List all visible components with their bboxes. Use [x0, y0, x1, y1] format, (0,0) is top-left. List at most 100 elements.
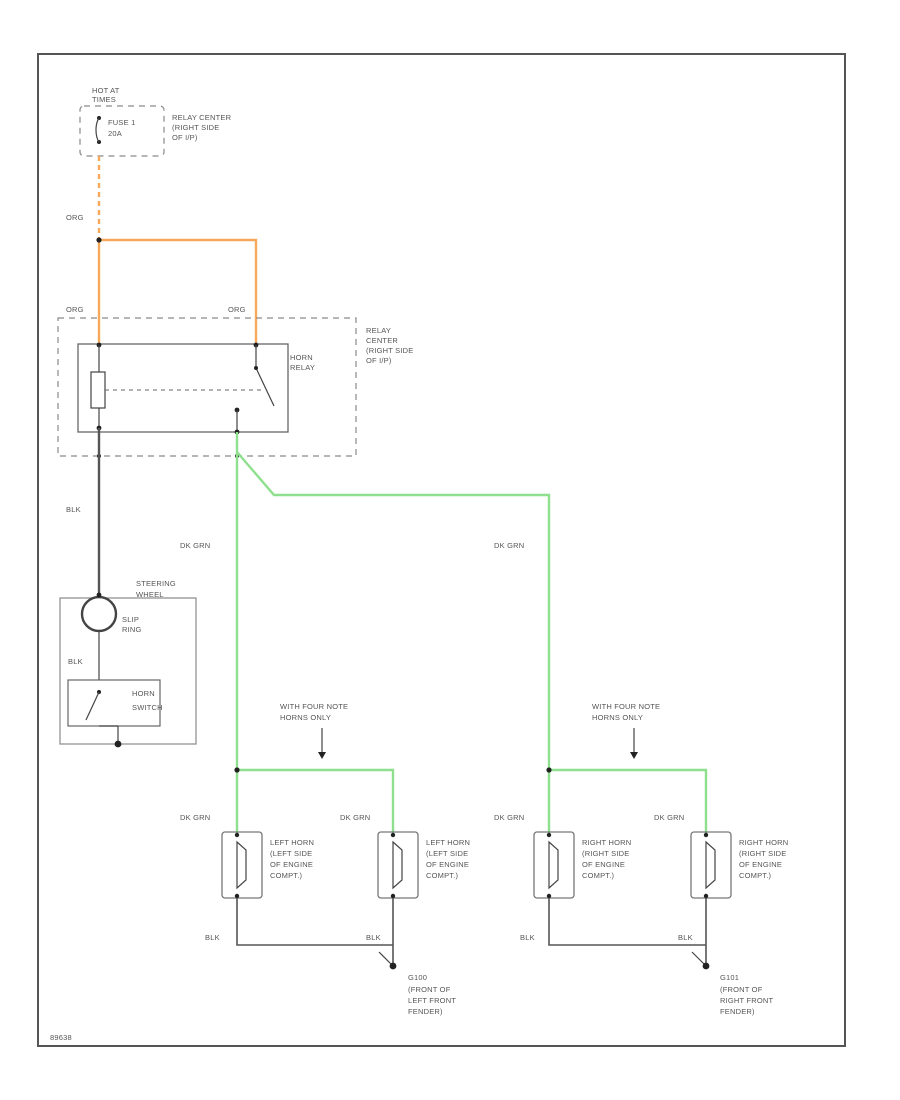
right-ground-circuit: BLK BLK G101 (FRONT OF RIGHT FRONT FENDE… [520, 898, 774, 1016]
diagram-frame [37, 53, 846, 1047]
horn-2-line3: OF ENGINE [426, 860, 469, 869]
horn-2-line2: (LEFT SIDE [426, 849, 468, 858]
horn-1-terminal-top [234, 832, 240, 838]
horn-2-speaker-icon [392, 840, 403, 890]
horn-3-line1: RIGHT HORN [582, 838, 631, 847]
relay-coil-symbol [90, 371, 106, 409]
blk-g1b-label: BLK [366, 933, 381, 942]
fuse-location-line1: RELAY CENTER [172, 113, 232, 122]
horn-switch-ground-symbol [114, 740, 122, 748]
g101-ground-symbol [702, 962, 710, 970]
relay-center: RELAY CENTER (RIGHT SIDE OF I/P) HORN RE… [57, 317, 413, 458]
g100-ground-symbol [389, 962, 397, 970]
horn-1-terminal-bottom [234, 893, 240, 899]
horn-relay-line1: HORN [290, 353, 313, 362]
relay-switch-contact [255, 367, 275, 407]
dk-grn-horn3-label: DK GRN [494, 813, 524, 822]
blk-g1a-label: BLK [205, 933, 220, 942]
org-splice-node [96, 237, 102, 243]
horn-4-body [690, 831, 732, 899]
hot-times-label: TIMES [92, 95, 116, 104]
horn-3: RIGHT HORN (RIGHT SIDE OF ENGINE COMPT.) [533, 831, 631, 899]
dk-grn-horn2-label: DK GRN [340, 813, 370, 822]
note-left-line1: WITH FOUR NOTE [280, 702, 348, 711]
org-wire-to-relay-switch [99, 238, 258, 345]
slip-ring-line2: RING [122, 625, 142, 634]
steering-wheel-box [59, 597, 197, 745]
g101-line1: (FRONT OF [720, 985, 763, 994]
g100-line1: (FRONT OF [408, 985, 451, 994]
org-top-label: ORG [66, 213, 84, 222]
g100-line2: LEFT FRONT [408, 996, 456, 1005]
dk-grn-splice-left [234, 767, 240, 773]
horn-4-line3: OF ENGINE [739, 860, 782, 869]
horn-1-line1: LEFT HORN [270, 838, 314, 847]
horn-3-line2: (RIGHT SIDE [582, 849, 629, 858]
g101-id: G101 [720, 973, 739, 982]
blk-wire-horn1-ground [236, 898, 393, 946]
orange-wires: ORG ORG ORG [66, 156, 258, 345]
relay-switch-pivot [254, 366, 258, 370]
slip-ring-terminal [96, 592, 102, 598]
fuse-relay-center-outline [79, 105, 165, 157]
relay-center-line4: OF I/P) [366, 356, 392, 365]
horn-4-terminal-bottom [703, 893, 709, 899]
four-note-notes: WITH FOUR NOTE HORNS ONLY WITH FOUR NOTE… [280, 702, 660, 759]
steering-wheel-circuit: BLK STEERING WHEEL SLIP RING BLK HORN SW… [59, 428, 197, 748]
horn-switch-line1: HORN [132, 689, 155, 698]
horn-2-terminal-bottom [390, 893, 396, 899]
horn-switch-contact [85, 691, 100, 721]
fuse-name-label: FUSE 1 [108, 118, 135, 127]
dk-grn-right-label: DK GRN [494, 541, 524, 550]
slip-ring-line1: SLIP [122, 615, 139, 624]
horn-relay-body [77, 343, 289, 433]
slip-ring-symbol [80, 595, 118, 633]
dk-grn-left-label: DK GRN [180, 541, 210, 550]
left-ground-circuit: BLK BLK G100 (FRONT OF LEFT FRONT FENDER… [205, 898, 456, 1016]
note-right-line2: HORNS ONLY [592, 713, 643, 722]
g100-id: G100 [408, 973, 427, 982]
org-left-label: ORG [66, 305, 84, 314]
horn-2-line4: COMPT.) [426, 871, 459, 880]
g101-line2: RIGHT FRONT [720, 996, 774, 1005]
dk-grn-splice-right [546, 767, 552, 773]
horn-1-line3: OF ENGINE [270, 860, 313, 869]
horn-2: LEFT HORN (LEFT SIDE OF ENGINE COMPT.) [377, 831, 470, 899]
horn-2-terminal-top [390, 832, 396, 838]
dk-grn-horn1-label: DK GRN [180, 813, 210, 822]
steering-wheel-line2: WHEEL [136, 590, 164, 599]
horn-4: RIGHT HORN (RIGHT SIDE OF ENGINE COMPT.) [690, 831, 788, 899]
horn-relay-line2: RELAY [290, 363, 315, 372]
figure-id: 89638 [50, 1033, 72, 1042]
blk-wire-horn3-ground [548, 898, 706, 946]
fuse-block: HOT AT TIMES FUSE 1 20A RELAY CENTER (RI… [79, 86, 232, 157]
dk-grn-wire-right-main [236, 451, 551, 835]
horn-4-line1: RIGHT HORN [739, 838, 788, 847]
horn-1-line4: COMPT.) [270, 871, 303, 880]
hot-at-label: HOT AT [92, 86, 120, 95]
horn-4-terminal-top [703, 832, 709, 838]
horn-2-body [377, 831, 419, 899]
note-left-line2: HORNS ONLY [280, 713, 331, 722]
horn-2-line1: LEFT HORN [426, 838, 470, 847]
g101-line3: FENDER) [720, 1007, 755, 1016]
blk-switch-label: BLK [68, 657, 83, 666]
relay-center-line2: CENTER [366, 336, 398, 345]
fuse-location-line3: OF I/P) [172, 133, 198, 142]
relay-center-line1: RELAY [366, 326, 391, 335]
horn-3-terminal-bottom [546, 893, 552, 899]
blk-g2b-label: BLK [678, 933, 693, 942]
green-wires: DK GRN DK GRN DK GRN DK GRN DK GRN DK GR… [180, 432, 708, 835]
dk-grn-wire-right-branch [549, 768, 708, 835]
horn-3-body [533, 831, 575, 899]
relay-center-outline [57, 317, 357, 457]
org-right-label: ORG [228, 305, 246, 314]
blk-g2a-label: BLK [520, 933, 535, 942]
horn-1: LEFT HORN (LEFT SIDE OF ENGINE COMPT.) [221, 831, 314, 899]
horn-3-terminal-top [546, 832, 552, 838]
fuse-1-symbol [95, 117, 100, 143]
blk-column-label: BLK [66, 505, 81, 514]
g100-line3: FENDER) [408, 1007, 443, 1016]
horn-4-speaker-icon [705, 840, 716, 890]
